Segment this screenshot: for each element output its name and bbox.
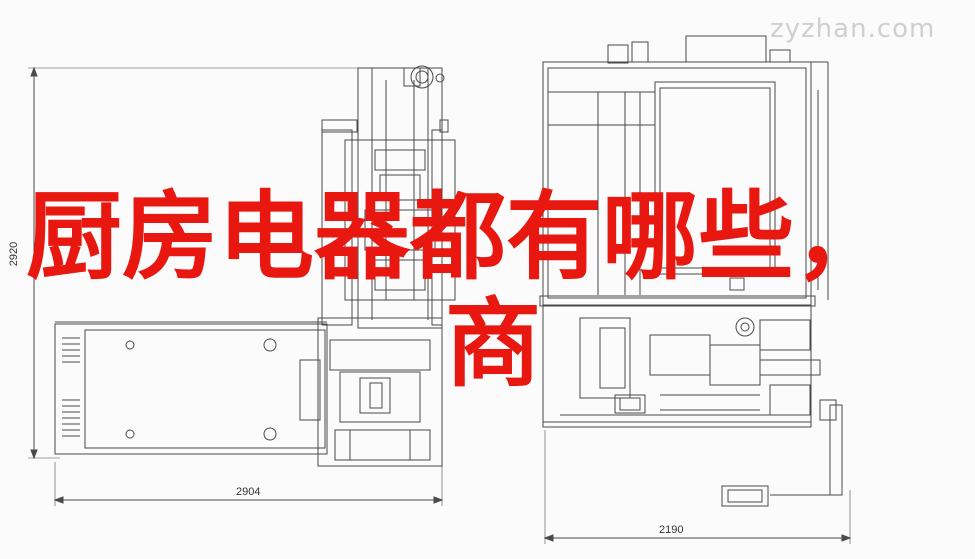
overlay-title-line2: 商	[445, 288, 541, 400]
height-dimension-label: 2920	[8, 241, 21, 267]
overlay-title-line1: 厨房电器都有哪些，	[26, 181, 890, 293]
width-dimension-left-label: 2904	[236, 486, 261, 498]
width-dimension-left	[53, 462, 444, 506]
height-dimension	[28, 66, 360, 460]
left-machine-column	[321, 65, 456, 329]
right-machine-frame	[539, 35, 829, 423]
width-dimension-right-label: 2190	[659, 524, 684, 536]
right-machine-mechanism	[542, 304, 843, 507]
left-machine-side-block	[299, 317, 443, 467]
left-machine-base	[54, 321, 328, 455]
width-dimension-right	[543, 430, 852, 544]
watermark: zyzhan.com	[770, 14, 936, 44]
